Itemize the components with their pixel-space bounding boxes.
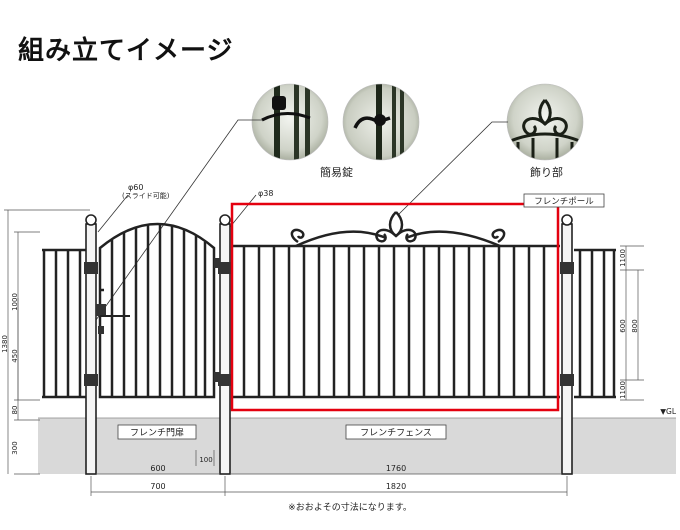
page-title: 組み立てイメージ xyxy=(18,36,234,66)
fence-ornament xyxy=(290,211,506,248)
footnote: ※おおよその寸法になります。 xyxy=(288,501,412,513)
dim-below-ground: 300 xyxy=(11,441,19,454)
post-gate-note: (スライド可能) xyxy=(122,191,170,200)
fence-label: フレンチフェンス xyxy=(360,428,432,439)
french-gate xyxy=(98,222,216,399)
post-gate-right xyxy=(218,214,232,475)
dim-middle-height: 450 xyxy=(11,349,19,362)
dim-total-height: 1380 xyxy=(1,335,9,353)
fence-label-box xyxy=(345,424,447,440)
post-gate-diameter: φ60 xyxy=(128,183,143,192)
dim-gate-width: 600 xyxy=(150,464,165,473)
gate-label-box xyxy=(117,424,197,440)
ground-level-marker: ▼GL xyxy=(660,407,677,416)
photo-caption-ornament: 飾り部 xyxy=(530,165,563,179)
dim-gate-pitch: 700 xyxy=(150,482,165,491)
dim-right-800: 800 xyxy=(631,319,639,332)
dim-fence-width: 1760 xyxy=(386,464,406,473)
dim-lower-height: 80 xyxy=(11,406,19,415)
french-pole-label: フレンチポール xyxy=(534,197,594,207)
right-partial-fence xyxy=(574,248,616,399)
gate-label: フレンチ門扉 xyxy=(130,427,184,439)
lock-latch-photo xyxy=(342,83,420,161)
bottom-dimension-lines xyxy=(90,450,568,496)
photo-caption-simple-lock: 簡易錠 xyxy=(320,165,353,179)
dim-right-top: 1100 xyxy=(619,249,627,267)
left-dimension-lines xyxy=(4,209,90,475)
right-dimension-lines xyxy=(620,245,644,401)
fence-highlight-frame xyxy=(230,202,560,412)
post-fence-right xyxy=(560,214,574,475)
dim-fence-pitch: 1820 xyxy=(386,482,406,491)
simple-lock-photo xyxy=(251,83,329,161)
gate-lock-icon xyxy=(96,304,130,334)
dim-gap: 100 xyxy=(199,456,212,464)
dim-right-600: 600 xyxy=(619,319,627,332)
french-pole-box xyxy=(523,193,605,208)
dim-upper-height: 1000 xyxy=(11,293,19,311)
post-fence-diameter: φ38 xyxy=(258,189,273,198)
french-fence xyxy=(232,244,560,399)
ornament-photo xyxy=(506,83,584,161)
left-partial-fence xyxy=(42,248,92,399)
dim-right-bottom: 1100 xyxy=(619,381,627,399)
post-gate-left xyxy=(84,214,98,475)
